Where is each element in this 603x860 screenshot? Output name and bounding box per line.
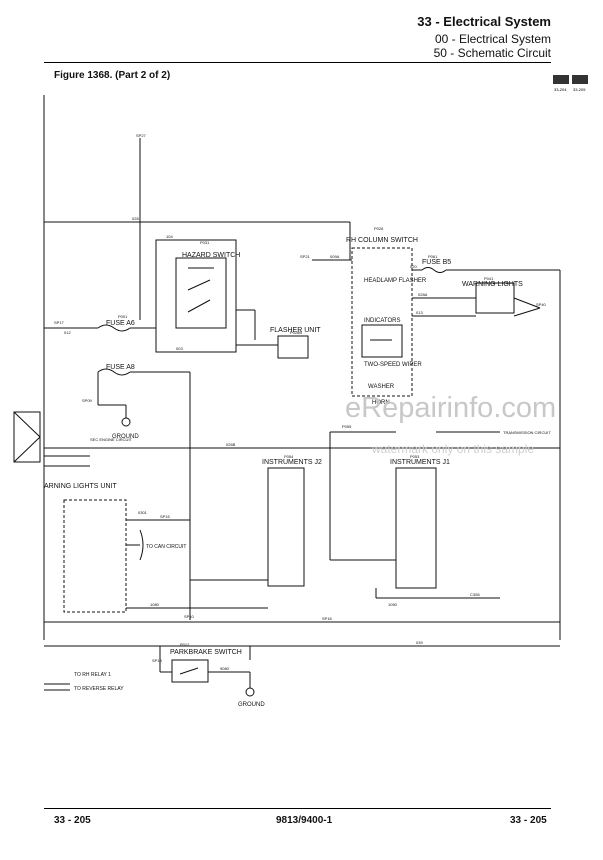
wire-label: 1080 xyxy=(150,602,160,607)
to-reverse-relay-label: TO REVERSE RELAY xyxy=(74,686,124,692)
page-thumbnail-icon: 33-204 33-205 xyxy=(553,75,588,92)
parkbrake-switch-label: PARKBRAKE SWITCH xyxy=(170,649,242,656)
headlamp-flasher-label: HEADLAMP FLASHER xyxy=(364,278,427,284)
wire-label: SP16 xyxy=(322,616,333,621)
rh-column-switch-label: RH COLUMN SWITCH xyxy=(346,237,418,244)
washer-label: WASHER xyxy=(368,384,395,390)
wire-label: 009A xyxy=(330,254,340,259)
can-circuit-label: TO CAN CIRCUIT xyxy=(146,544,186,550)
wire-label: 039 xyxy=(416,640,423,645)
sec-engine-circuit-label: SEC ENGINE CIRCUIT xyxy=(90,437,133,442)
flasher-unit-label: FLASHER UNIT xyxy=(270,327,321,334)
wire-label: SP13 xyxy=(152,658,163,663)
section-title: 33 - Electrical System xyxy=(417,14,551,29)
wire-label: 003 xyxy=(176,346,183,351)
wire-label: SP17 xyxy=(54,320,65,325)
instruments-j1-label: INSTRUMENTS J1 xyxy=(390,459,450,466)
wire-label: 9080 xyxy=(220,666,230,671)
wire-label: P026B xyxy=(290,330,302,335)
watermark-subtext: watermark only on this sample xyxy=(372,442,535,456)
wire-label: SP15 xyxy=(160,514,171,519)
thumb-label-2: 33-205 xyxy=(573,87,586,92)
wire-label: 0301 xyxy=(138,510,148,515)
wire-label: P012 xyxy=(180,642,190,647)
wire-label: SP10 xyxy=(184,614,195,619)
schematic-diagram: HAZARD SWITCH FLASHER UNIT RH COLUMN SWI… xyxy=(13,95,561,708)
instruments-j2-label: INSTRUMENTS J2 xyxy=(262,459,322,466)
ground2-label: GROUND xyxy=(238,702,265,708)
warning-lights-right-label: WARNING LIGHTS xyxy=(462,281,523,288)
two-speed-wiper-label: TWO-SPEED WIPER xyxy=(364,362,422,368)
wire-label: P001 xyxy=(118,314,128,319)
wire-label: P053 xyxy=(410,454,420,459)
wire-label: SP27 xyxy=(136,133,147,138)
wire-label: P031 xyxy=(200,240,210,245)
wire-label: P055 xyxy=(342,424,352,429)
footer-page-right: 33 - 205 xyxy=(510,815,547,826)
wire-label: P061 xyxy=(428,254,438,259)
wire-label: 013 xyxy=(416,310,423,315)
thumb-label-1: 33-204 xyxy=(554,87,567,92)
wire-label: 012 xyxy=(64,330,71,335)
fuse-a6-label: FUSE A6 xyxy=(106,320,135,327)
warning-lights-unit-label: ARNING LIGHTS UNIT xyxy=(44,483,117,490)
footer-doc-number: 9813/9400-1 xyxy=(276,815,333,826)
figure-title: Figure 1368. (Part 2 of 2) xyxy=(54,70,171,81)
horn-label: HORN xyxy=(372,400,390,406)
wire-label: SP09 xyxy=(82,398,93,403)
topic-title: 50 - Schematic Circuit xyxy=(433,46,551,60)
transmission-circuit-label: TRANSMISSION CIRCUIT xyxy=(503,430,551,435)
ground-label: GROUND xyxy=(112,434,139,440)
wire-label: 028A xyxy=(418,292,428,297)
wire-label: 026B xyxy=(226,442,236,447)
wire-label: 020 xyxy=(410,264,417,269)
wire-label: 104 xyxy=(166,234,173,239)
wire-label: 028 xyxy=(132,216,139,221)
wire-label: SP21 xyxy=(300,254,311,259)
header-rule xyxy=(44,62,551,63)
subsection-title: 00 - Electrical System xyxy=(434,32,551,46)
indicators-label: INDICATORS xyxy=(364,318,400,324)
footer-page-left: 33 - 205 xyxy=(54,815,91,826)
footer-rule xyxy=(44,808,551,809)
wire-label: 1050 xyxy=(388,602,398,607)
wire-label: SP40 xyxy=(536,302,547,307)
hazard-switch-label: HAZARD SWITCH xyxy=(182,252,240,259)
watermark-text: eRepairinfo.com xyxy=(345,392,557,424)
wire-label: P041 xyxy=(484,276,494,281)
wire-label: P026 xyxy=(374,226,384,231)
to-rh-relay-label: TO RH RELAY 1 xyxy=(74,672,111,678)
wire-label: C308 xyxy=(470,592,480,597)
fuse-b5-label: FUSE B5 xyxy=(422,259,451,266)
wire-label: P054 xyxy=(284,454,294,459)
fuse-a8-label: FUSE A8 xyxy=(106,364,135,371)
